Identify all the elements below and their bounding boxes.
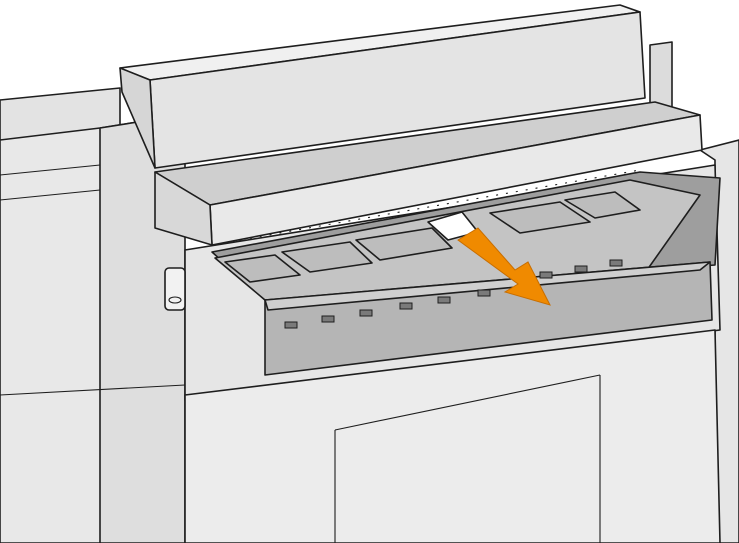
latch-slot	[164, 267, 186, 311]
rollers	[284, 259, 623, 329]
top-cover	[119, 4, 646, 169]
output-tray	[154, 101, 703, 246]
removal-arrow-icon	[457, 227, 551, 306]
